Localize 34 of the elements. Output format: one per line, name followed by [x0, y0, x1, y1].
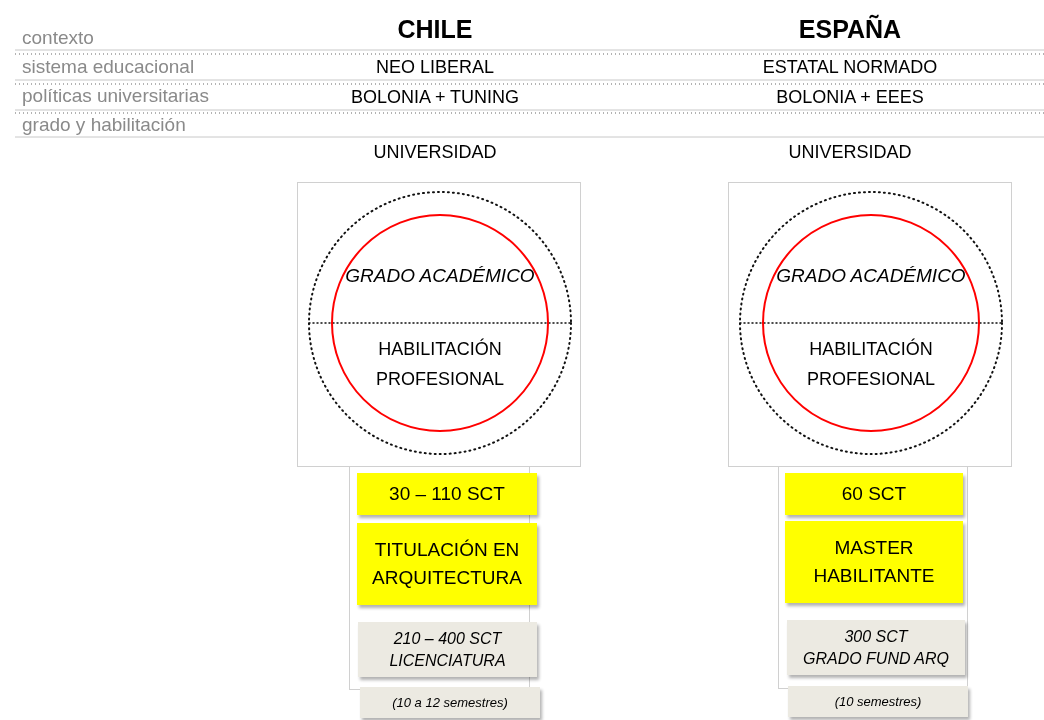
box-text: 210 – 400 SCT — [393, 628, 502, 649]
row-label: contexto — [22, 27, 94, 49]
row-label: sistema educacional — [22, 56, 195, 78]
cell-text: NEO LIBERAL — [376, 56, 494, 78]
degree-text: GRADO ACADÉMICO — [344, 264, 536, 288]
credit-box — [785, 473, 963, 515]
cell-text: UNIVERSIDAD — [788, 141, 912, 163]
qualification-text: HABILITACIÓN PROFESIONAL — [806, 337, 936, 391]
credit-box — [360, 687, 540, 718]
credit-box — [358, 622, 537, 677]
box-text: TITULACIÓN EN ARQUITECTURA — [371, 538, 523, 590]
cell-text: UNIVERSIDAD — [373, 141, 497, 163]
box-text: GRADO FUND ARQ — [802, 648, 950, 669]
cell-text: ESTATAL NORMADO — [762, 56, 938, 78]
box-text: 60 SCT — [841, 482, 907, 506]
credit-box — [788, 686, 968, 717]
box-text: (10 semestres) — [834, 692, 922, 711]
credit-box — [787, 620, 965, 675]
box-text: 30 – 110 SCT — [389, 482, 505, 506]
cell-text: BOLONIA + TUNING — [350, 86, 520, 108]
credit-box — [357, 523, 537, 605]
box-text: (10 a 12 semestres) — [392, 693, 508, 712]
degree-text: GRADO ACADÉMICO — [775, 264, 967, 288]
qualification-text: HABILITACIÓN PROFESIONAL — [375, 337, 505, 391]
row-label: políticas universitarias — [22, 85, 209, 107]
box-text: LICENCIATURA — [389, 650, 506, 671]
cell-text: BOLONIA + EEES — [776, 86, 924, 108]
box-text: MASTER HABILITANTE — [812, 536, 936, 588]
box-text: 300 SCT — [844, 626, 908, 647]
column-heading: CHILE — [397, 14, 473, 44]
column-heading: ESPAÑA — [798, 14, 902, 44]
credit-box — [785, 521, 963, 603]
row-label: grado y habilitación — [22, 114, 186, 136]
credit-box — [357, 473, 537, 515]
